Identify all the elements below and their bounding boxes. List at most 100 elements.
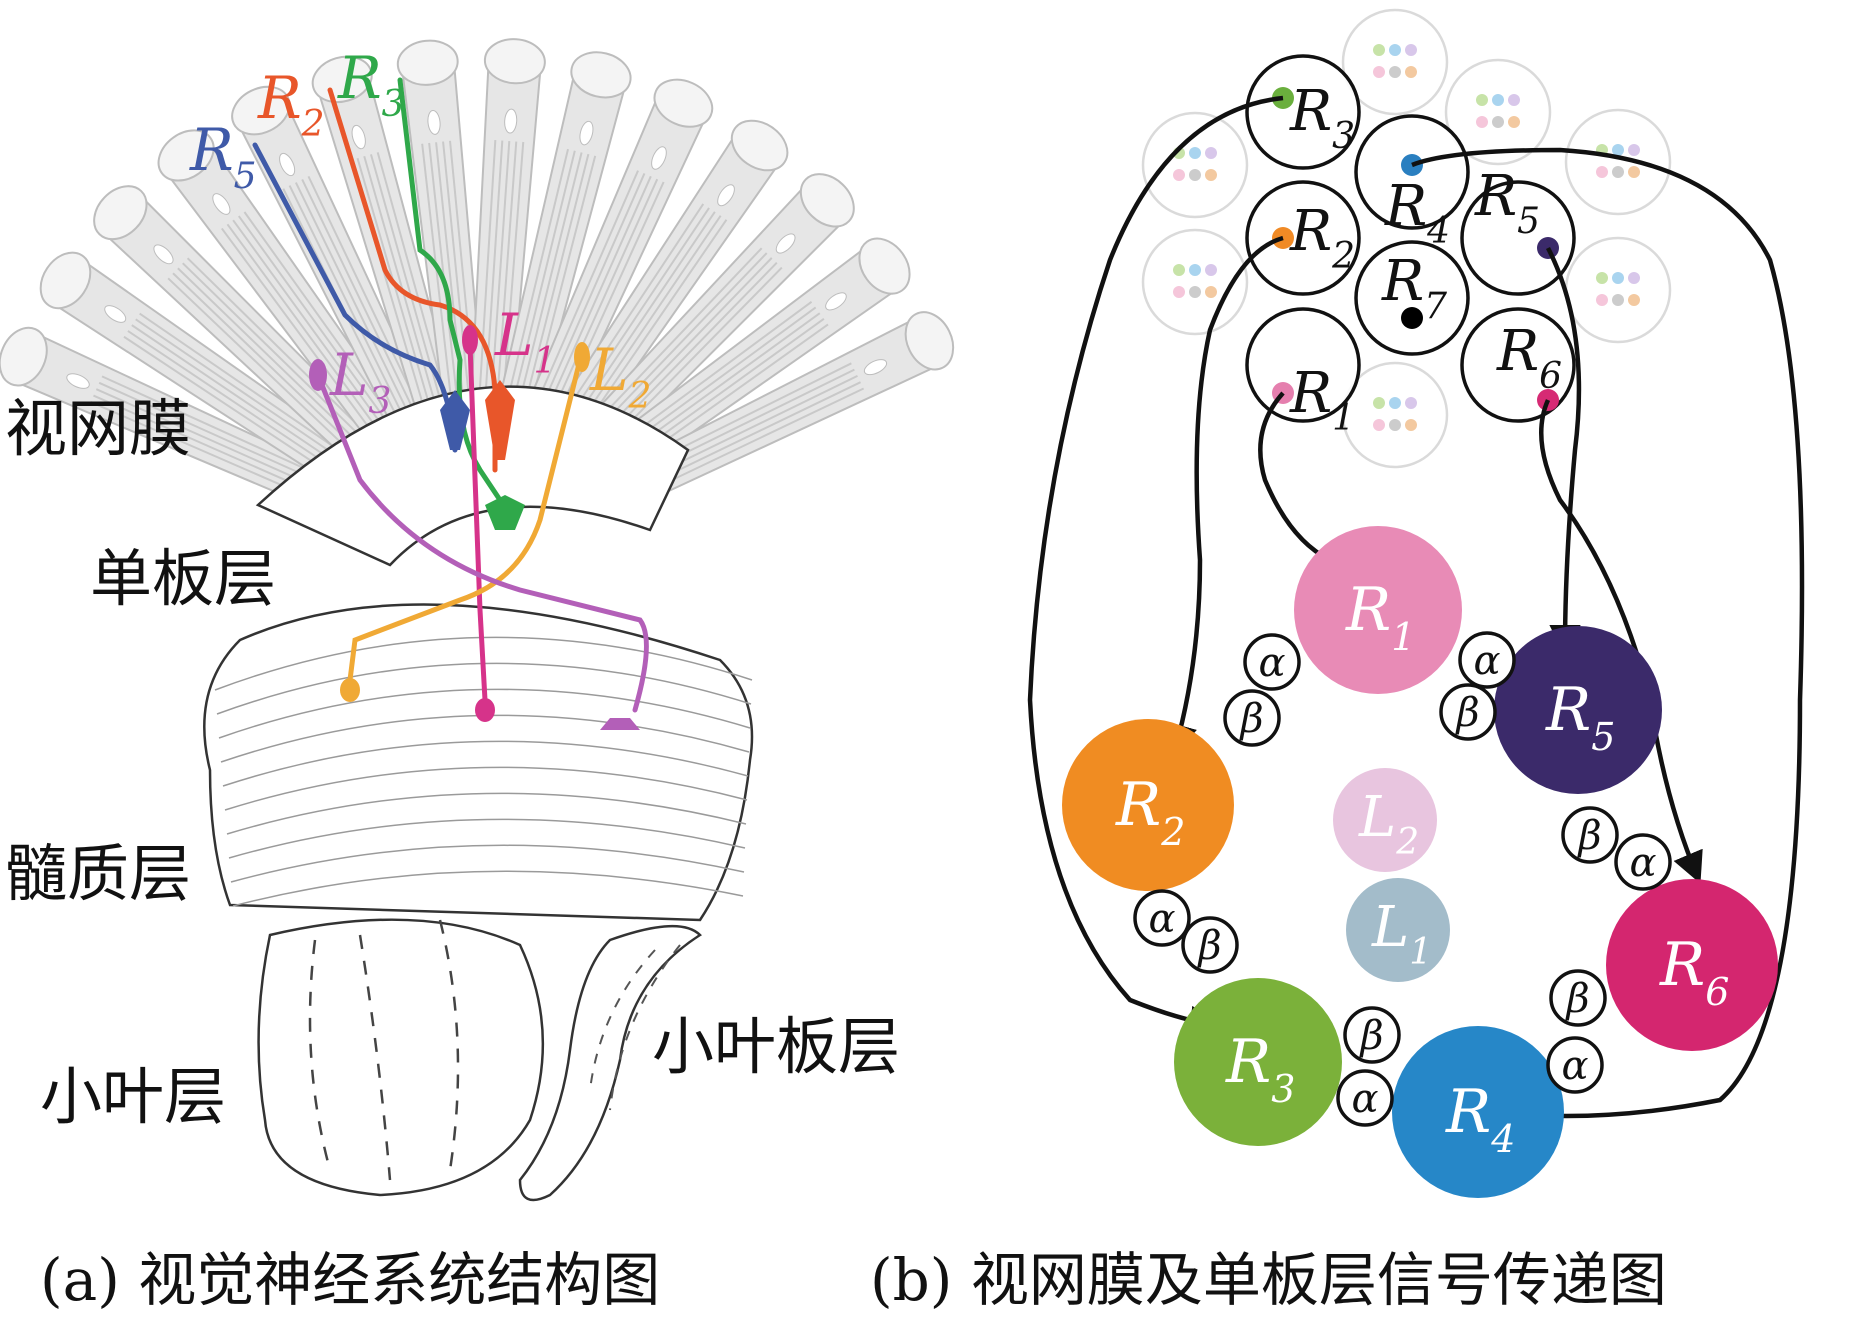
lobula-plate-shape (518, 924, 702, 1202)
svg-text:R3: R3 (1225, 1027, 1295, 1111)
neuron-labels: R5 R2 R3 L1 L2 L3 (189, 44, 651, 422)
neuron-label-r5: R5 (189, 116, 257, 197)
center-cell-l2: L2 (1333, 768, 1437, 872)
svg-text:α: α (1148, 896, 1175, 942)
arrow-r4 (1411, 147, 1805, 1133)
medulla-layers (214, 636, 753, 907)
top-cell-r1: R1 (1245, 307, 1361, 439)
alpha-marker: α (1546, 1036, 1604, 1094)
caption-b: (b) 视网膜及单板层信号传递图 (870, 1246, 1667, 1314)
big-cell-r3: R3 (1174, 978, 1342, 1146)
alpha-marker: α (1133, 889, 1191, 947)
neuron-label-l1: L1 (494, 301, 556, 382)
svg-text:β: β (1576, 813, 1601, 859)
big-cell-r2: R2 (1062, 719, 1234, 891)
svg-text:R4: R4 (1445, 1077, 1515, 1161)
svg-text:R2: R2 (1289, 199, 1355, 277)
svg-text:β: β (1454, 690, 1479, 736)
big-cell-r4: R4 (1392, 1026, 1564, 1198)
arrow-r5 (1545, 246, 1582, 657)
lobula-dashes (308, 919, 460, 1181)
svg-text:β: β (1238, 696, 1263, 742)
top-cell-r5: R5 (1460, 164, 1576, 296)
medulla-shape (203, 603, 754, 922)
caption-a: (a) 视觉神经系统结构图 (40, 1246, 660, 1314)
svg-text:α: α (1561, 1043, 1588, 1089)
svg-text:R7: R7 (1381, 249, 1447, 327)
neuron-l1-track (467, 342, 488, 703)
svg-text:R4: R4 (1384, 174, 1450, 252)
neuron-tracks (252, 77, 649, 713)
label-medulla: 髓质层 (5, 837, 191, 910)
svg-text:R3: R3 (1289, 79, 1355, 157)
svg-text:R5: R5 (1474, 164, 1540, 242)
svg-text:L1: L1 (1371, 895, 1432, 973)
lobula-plate-dashes (589, 944, 681, 1111)
neuron-l2-track (347, 357, 583, 683)
ommatidia-fan (0, 38, 955, 515)
big-cell-r6: R6 (1606, 879, 1778, 1051)
ommatidium (157, 129, 404, 444)
svg-text:α: α (1629, 840, 1656, 886)
signal-arrows (1027, 95, 1805, 1133)
lobula-shape (257, 918, 545, 1197)
ommatidium (551, 119, 789, 440)
beta-marker: β (1549, 969, 1607, 1027)
beta-marker: β (1181, 916, 1239, 974)
alpha-marker: α (1243, 633, 1301, 691)
top-cell-r3: R3 (1245, 54, 1361, 170)
svg-text:R2: R2 (1115, 770, 1185, 854)
svg-text:R5: R5 (1545, 675, 1615, 759)
neuron-label-l2: L2 (589, 336, 651, 417)
neuron-r2-track (327, 87, 498, 473)
ommatidium (575, 173, 855, 461)
top-cell-r4: R4 (1354, 114, 1470, 252)
alpha-marker: α (1336, 1069, 1394, 1127)
svg-text:β: β (1358, 1013, 1383, 1059)
neuron-l3-track (317, 377, 649, 713)
neuron-label-l3: L3 (329, 341, 391, 422)
ommatidium (498, 51, 632, 411)
svg-text:α: α (1473, 638, 1500, 684)
alpha-marker: α (1458, 631, 1516, 689)
svg-text:R1: R1 (1345, 575, 1415, 659)
beta-marker: β (1343, 1006, 1401, 1064)
svg-text:α: α (1351, 1076, 1378, 1122)
big-cell-r1: R1 (1294, 526, 1462, 694)
alpha-marker: α (1614, 833, 1672, 891)
svg-text:β: β (1196, 923, 1221, 969)
top-cell-r7: R7 (1354, 240, 1470, 356)
svg-text:α: α (1258, 640, 1285, 686)
arrow-r3 (1027, 95, 1284, 1038)
label-lobula-plate: 小叶板层 (652, 1010, 900, 1083)
beta-marker: β (1439, 683, 1497, 741)
big-cell-r5: R5 (1494, 626, 1662, 794)
ommatidium (525, 78, 714, 424)
svg-text:R6: R6 (1496, 319, 1562, 397)
svg-text:β: β (1564, 976, 1589, 1022)
label-retina: 视网膜 (5, 392, 191, 465)
ommatidium (39, 251, 360, 489)
label-lamina: 单板层 (90, 542, 276, 615)
beta-marker: β (1561, 806, 1619, 864)
neuron-r3-track (397, 77, 503, 503)
neuron-somas (309, 325, 640, 730)
center-cell-l1: L1 (1346, 878, 1450, 982)
neuron-label-r2: R2 (257, 64, 325, 145)
top-cell-r6: R6 (1460, 307, 1576, 423)
arrow-r6 (1539, 399, 1703, 884)
arrow-r2 (1166, 235, 1284, 757)
svg-text:R1: R1 (1289, 361, 1355, 439)
svg-text:L2: L2 (1358, 785, 1419, 863)
beta-marker: β (1223, 689, 1281, 747)
neuron-label-r3: R3 (337, 44, 405, 125)
panel-a: R5 R2 R3 L1 L2 L3 视网膜 单板层 髓质层 小叶层 小叶板层 (… (0, 38, 955, 1314)
svg-text:R6: R6 (1659, 930, 1729, 1014)
label-lobula: 小叶层 (40, 1060, 226, 1133)
top-cell-r2: R2 (1245, 180, 1361, 296)
